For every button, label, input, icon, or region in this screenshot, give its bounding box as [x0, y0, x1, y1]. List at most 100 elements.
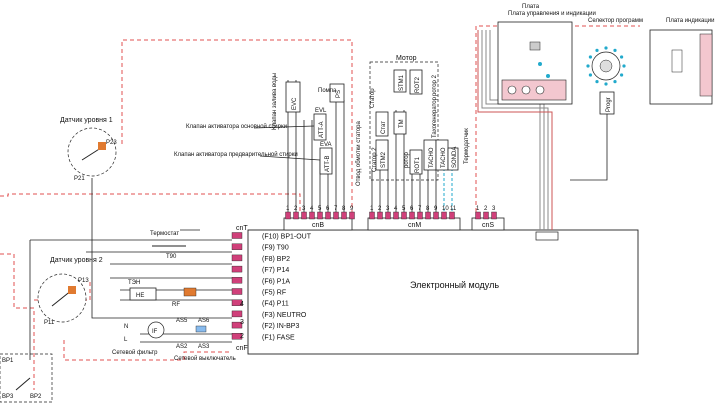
chip-icon	[529, 41, 541, 51]
stm1-label: STM1	[399, 74, 405, 91]
cnt-pin-label: (F5) RF	[262, 290, 286, 297]
selector-dot	[613, 48, 617, 53]
drain-label: Отвод обмотки статора	[356, 120, 362, 186]
stator-label: Статор	[370, 88, 376, 108]
ps-pump	[329, 83, 345, 103]
tacho-cyan-lines	[443, 168, 453, 212]
selector-dot	[586, 64, 590, 68]
bp-switch	[15, 377, 31, 391]
rot1-block	[409, 149, 423, 175]
switch-contact-icon	[195, 325, 207, 333]
filter-label: Сетевой фильтр	[112, 349, 158, 356]
cnt-pin	[231, 265, 243, 273]
bp1-label: BP1	[2, 358, 14, 364]
cnb-pin	[325, 211, 331, 220]
selector-dot	[619, 55, 624, 59]
module-title: Электронный модуль	[410, 280, 499, 290]
pre-wash-valve-label: Клапан активатора предварительной стирки	[174, 151, 298, 158]
cnt-pin	[231, 333, 243, 340]
program-selector-dots	[586, 46, 626, 86]
left-wires	[29, 178, 232, 360]
cnf-label: cnF	[236, 345, 248, 352]
rotor2-label: ротор 2	[432, 74, 438, 96]
fill-valve-label: Клапан залива воды	[272, 73, 278, 130]
rot1-label: ROT1	[415, 156, 421, 173]
att-a-valve	[313, 113, 327, 141]
as3-label: AS3	[198, 344, 210, 350]
cns-label: cnS	[482, 222, 494, 229]
filter-if-icon	[147, 321, 165, 339]
control-board-relay	[501, 79, 567, 101]
cnt-pin-label: (F8) BP2	[262, 256, 290, 263]
control-board-label-1: Плата	[522, 4, 540, 10]
cnt-label: cnT	[236, 225, 248, 232]
cnt-pin	[231, 232, 243, 239]
cnb-pin	[293, 211, 299, 220]
cnb-pin	[333, 211, 339, 220]
selector-dot	[604, 82, 608, 86]
cnt-pin-label: (F9) T90	[262, 245, 289, 252]
t90-label: T90	[166, 254, 177, 260]
stator2-label: Статор 2	[372, 147, 378, 172]
level-sensor-2-label: Датчик уровня 2	[50, 257, 103, 264]
tm-label: TM	[399, 119, 405, 128]
relay-1-icon	[507, 85, 517, 95]
as5-label: AS5	[176, 318, 188, 324]
evc-valve	[285, 81, 301, 113]
thermostat-label: Термостат	[150, 231, 179, 237]
p23-label: P23	[106, 140, 117, 146]
att-b-valve	[319, 147, 333, 175]
selector-dot	[595, 48, 599, 53]
stator-short-label: Стат	[381, 121, 387, 134]
p21-label: P21	[74, 176, 85, 182]
cnb-label: cnB	[312, 222, 324, 229]
cnt-pin	[231, 288, 243, 295]
switch-label: Сетевой выключатель	[174, 355, 236, 362]
cnf-number-3: 3	[240, 319, 244, 326]
ntc-label: Термодатчик	[464, 128, 470, 164]
relay-2-icon	[521, 85, 531, 95]
led-1-icon	[538, 62, 542, 66]
cnm-pin	[409, 211, 415, 220]
rf-resistor	[183, 287, 197, 297]
indication-board-label: Плата индикации	[666, 18, 714, 24]
selector-dot	[588, 73, 593, 77]
motor-title: Мотор	[396, 55, 417, 62]
progr-label: Progr	[606, 97, 612, 112]
cnm-pin	[393, 211, 399, 220]
cns-pin	[475, 211, 481, 220]
selector-dot	[588, 55, 593, 59]
cnm-pin	[417, 211, 423, 220]
cnb-pin	[317, 211, 323, 220]
evc-label: EVC	[292, 97, 298, 110]
electronic-module	[247, 229, 639, 355]
rotor-label: ротор	[404, 151, 410, 168]
rot2-block	[409, 69, 423, 95]
level-sensor-1-label: Датчик уровня 1	[60, 117, 113, 124]
selector-dot	[622, 64, 626, 68]
filter-if-label: IF	[152, 329, 158, 335]
cnb-pin	[341, 211, 347, 220]
cnt-pin-label: (F3) NEUTRO	[262, 312, 307, 319]
bp-box	[0, 353, 53, 403]
stm2-label: STM2	[381, 151, 387, 168]
cnm-pin-number: 11	[450, 206, 457, 212]
ps-label: PS	[336, 90, 342, 98]
stm2-block	[375, 139, 389, 171]
rf-label: RF	[172, 302, 180, 308]
p11-label: P11	[44, 320, 55, 326]
sonda-label: SONDA	[452, 147, 458, 168]
selector-dot	[613, 79, 617, 84]
cnm-pin	[401, 211, 407, 220]
cnt-pin	[231, 254, 243, 262]
cnt-pin-label: (F10) BP1-OUT	[262, 234, 312, 241]
led-2-icon	[546, 74, 550, 78]
heater-block	[129, 287, 157, 301]
cnm-pin	[441, 211, 447, 220]
selector-dot	[619, 73, 624, 77]
eva-label: EVA	[320, 142, 332, 148]
sonda-block	[447, 147, 459, 171]
stm1-block	[393, 69, 407, 93]
cnt-pin-label: (F2) IN-BP3	[262, 323, 299, 330]
